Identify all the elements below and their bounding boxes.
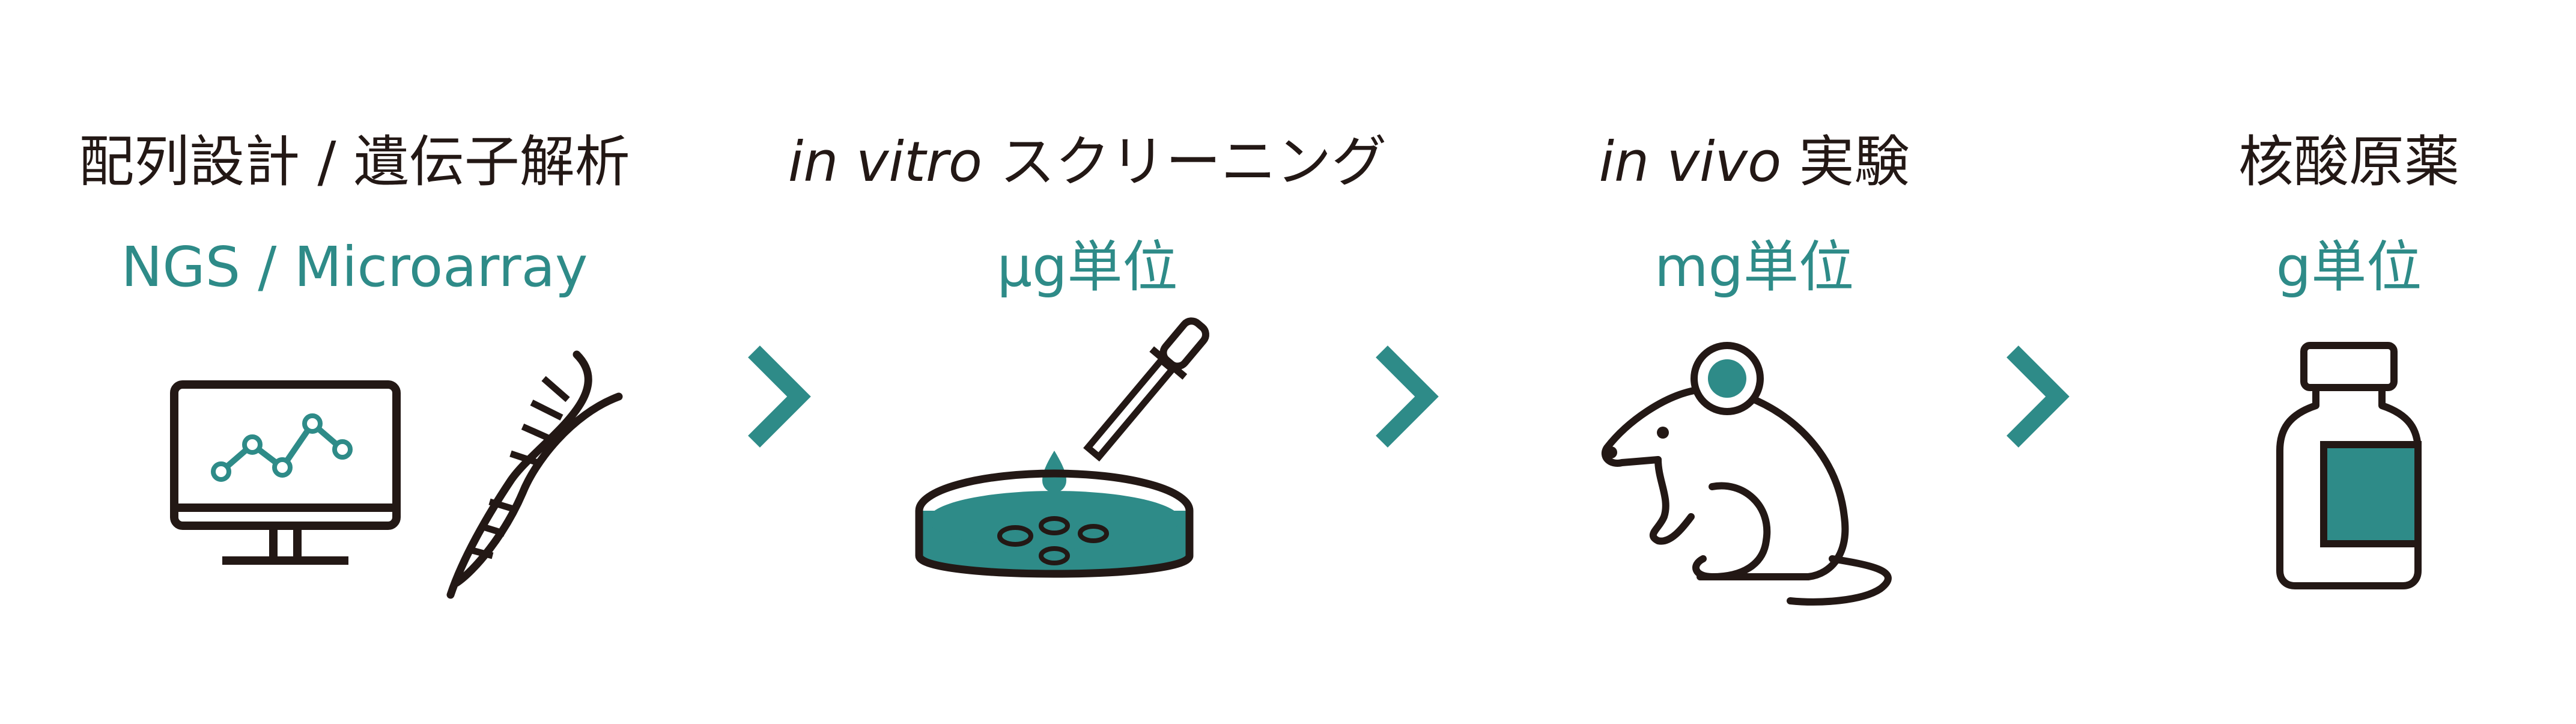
- step-subtitle: µg単位: [997, 235, 1178, 299]
- step-drug-substance: 核酸原薬 g単位: [2127, 0, 2571, 724]
- step-title-rest: スクリーニング: [982, 130, 1387, 194]
- step-icons: [2127, 312, 2571, 613]
- step-icons: [0, 312, 709, 613]
- chevron-right-icon: [2006, 345, 2070, 448]
- step-icons: [751, 312, 1424, 613]
- monitor-chart-icon: [170, 380, 401, 565]
- step-in-vivo-experiment: in vivo 実験 mg単位: [1484, 0, 2025, 724]
- step-title: in vivo 実験: [1484, 129, 2025, 195]
- chevron-right-icon: [1376, 345, 1439, 448]
- pipette-petri-dish-icon: [915, 317, 1209, 578]
- step-title-italic: in vivo: [1599, 130, 1782, 194]
- step-sequence-design: 配列設計 / 遺伝子解析 NGS / Microarray: [0, 0, 709, 724]
- step-icons: [1484, 312, 2025, 613]
- step-title: 配列設計 / 遺伝子解析: [79, 130, 630, 194]
- step-title-rest: 実験: [1781, 130, 1910, 194]
- step-in-vitro-screening: in vitro スクリーニング µg単位: [751, 0, 1424, 724]
- step-title: 核酸原薬: [2238, 130, 2459, 194]
- chevron-right-icon: [748, 345, 811, 448]
- step-subtitle: g単位: [2276, 235, 2422, 299]
- step-title: in vitro スクリーニング: [751, 129, 1424, 195]
- step-subtitle: NGS / Microarray: [121, 235, 588, 299]
- dna-icon: [446, 350, 623, 599]
- step-subtitle: mg単位: [1654, 235, 1855, 299]
- bottle-icon: [2276, 342, 2422, 589]
- step-title-italic: in vitro: [788, 130, 983, 194]
- mouse-icon: [1601, 342, 1892, 606]
